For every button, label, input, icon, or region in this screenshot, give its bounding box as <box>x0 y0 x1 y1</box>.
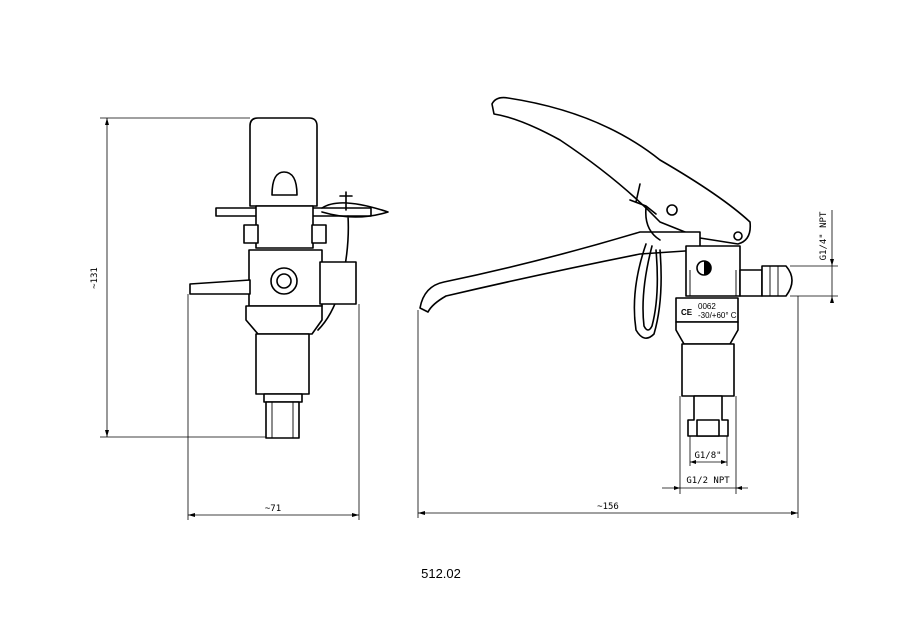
front-stem-step <box>263 393 303 403</box>
front-height-dimension: ~131 <box>90 117 266 438</box>
inner-thread-label: G1/8" <box>694 451 721 461</box>
drawing-caption: 512.02 <box>421 566 461 581</box>
front-safety-ring <box>317 191 389 331</box>
side-outlet-body <box>739 269 763 297</box>
inlet-thread-dimension: G1/2 NPT <box>662 396 748 494</box>
outlet-thread-dimension: G1/4" NPT <box>790 210 838 303</box>
side-label-plate <box>675 297 739 323</box>
side-pin-clip <box>629 183 661 241</box>
side-width-dimension: ~156 <box>417 296 799 518</box>
front-side-handle <box>189 279 251 295</box>
side-collar <box>675 321 739 345</box>
cert-number: 0062 <box>698 302 716 311</box>
side-lever-pivot-end <box>733 231 743 241</box>
temp-range: -30/+60° C <box>698 311 737 320</box>
front-clamp-right-nut <box>311 224 327 244</box>
side-width-label: ~156 <box>597 502 619 512</box>
front-nozzle <box>265 401 300 439</box>
ce-mark: CE <box>681 308 693 317</box>
outlet-thread-label: G1/4" NPT <box>819 211 829 260</box>
inlet-thread-label: G1/2 NPT <box>686 476 730 486</box>
front-lever-plate <box>249 117 318 207</box>
side-outlet-thread <box>761 265 793 297</box>
front-view: ~131 ~71 <box>90 117 389 520</box>
front-stem <box>255 333 310 395</box>
side-lever-pivot-top <box>666 204 678 216</box>
front-indicator <box>271 171 298 196</box>
side-upper-lever <box>491 96 752 245</box>
front-clamp-left-nut <box>243 224 259 244</box>
front-gauge-inner <box>276 273 292 289</box>
side-nozzle-inner <box>696 419 720 437</box>
front-width-label: ~71 <box>265 504 281 514</box>
front-clamp <box>255 205 314 249</box>
side-head <box>685 245 741 297</box>
front-collar <box>245 305 323 335</box>
side-stem <box>681 343 735 397</box>
front-right-port <box>319 261 357 305</box>
inner-thread-dimension: G1/8" <box>689 436 728 466</box>
side-safety-loop <box>633 243 662 339</box>
side-view: CE 0062 -30/+60° C G1/4" NPT G1/8" <box>417 96 838 518</box>
front-height-label: ~131 <box>90 267 100 289</box>
front-width-dimension: ~71 <box>187 294 360 520</box>
